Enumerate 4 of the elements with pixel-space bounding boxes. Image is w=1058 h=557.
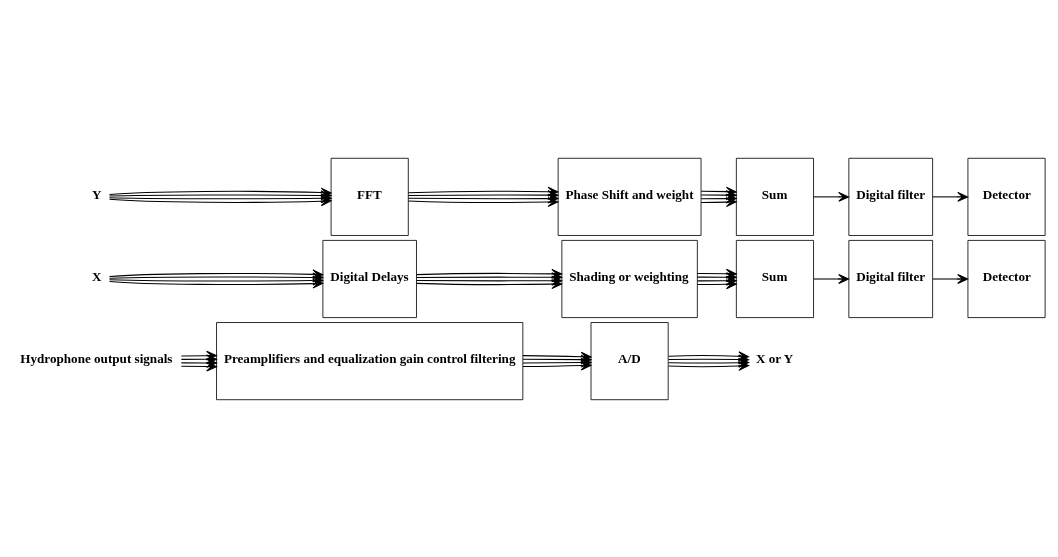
- node-text: X or Y: [756, 350, 794, 366]
- node-text: Hydrophone output signals: [20, 350, 173, 366]
- node-text: X: [92, 268, 102, 284]
- node-text: Y: [92, 186, 102, 202]
